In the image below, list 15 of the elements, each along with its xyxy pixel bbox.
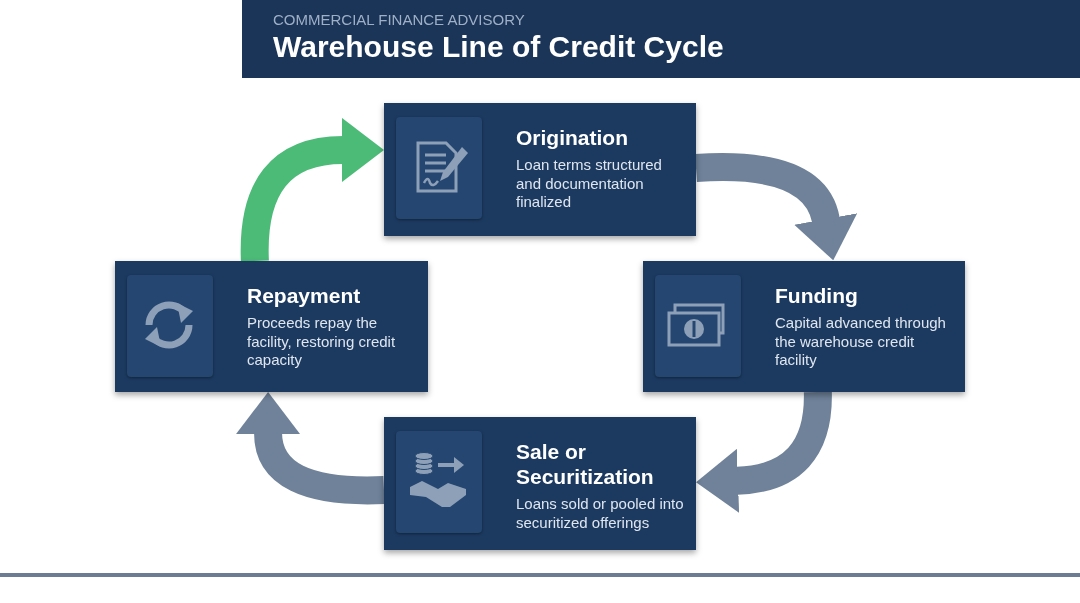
subtitle: COMMERCIAL FINANCE ADVISORY [273,11,525,28]
step-card [643,261,965,392]
step-card [384,103,696,236]
step-card [384,417,696,550]
step-card [115,261,428,392]
step-description: Loans sold or pooled into securitized offerings [516,495,685,532]
step-heading: Funding [775,283,859,308]
curved-arrow [695,153,857,260]
step-description: Capital advanced through the warehouse credit facility [775,314,947,370]
step-description: Loan terms structured and documentation finalized [516,156,663,212]
step-heading: Origination [516,125,629,150]
step-heading: Repayment [247,283,362,308]
title: Warehouse Line of Credit Cycle [273,30,724,64]
step-heading: Sale or Securitization [516,439,655,489]
step-description: Proceeds repay the facility, restoring credit capacity [247,314,397,370]
